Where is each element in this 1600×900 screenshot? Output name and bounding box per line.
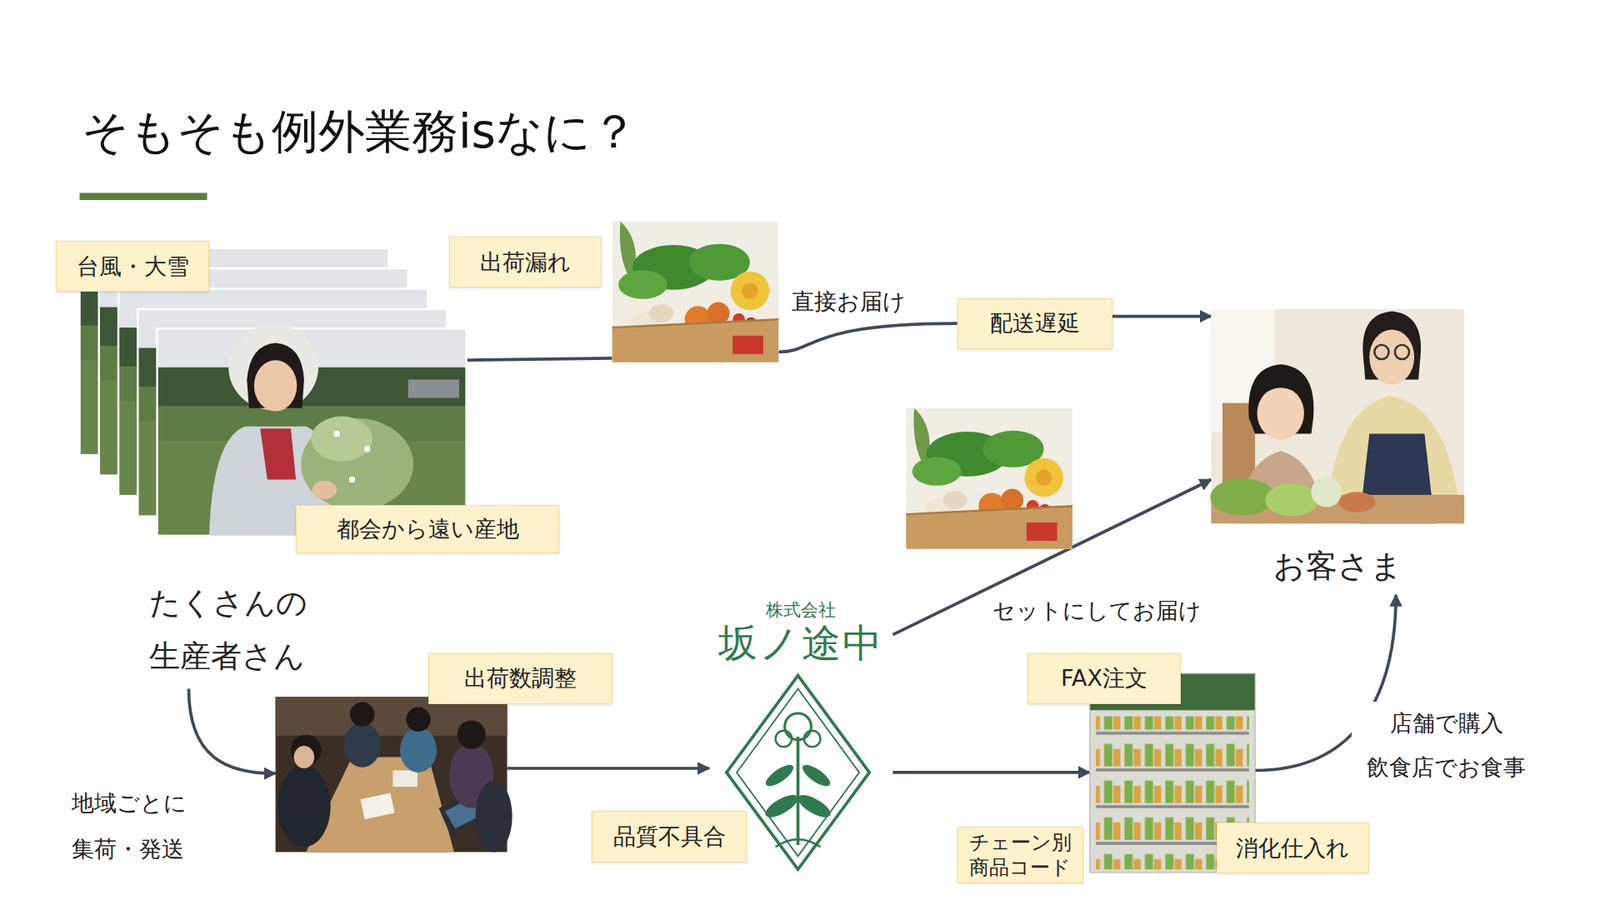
edge-label: 店舗で購入 飲食店でお食事 [1351,701,1541,790]
vegetable-box-photo [612,221,780,363]
producer-photo-node: 台風・大雪都会から遠い産地たくさんの 生産者さん [80,248,468,690]
meeting-photo [275,696,513,852]
flow-connector [467,358,613,360]
flow-connector [778,323,957,352]
flow-connector [507,766,710,770]
problem-tag: FAX注文 [1027,653,1181,705]
flow-connector [892,770,1090,775]
node-caption: お客さま [1210,544,1465,590]
problem-tag: 品質不具合 [591,810,747,862]
flow-connector [189,689,276,775]
slide-title: そもそも例外業務isなに？ [81,100,638,164]
problem-text: 配送遅延 [990,308,1080,339]
vegetable-box-photo [905,408,1073,550]
edge-label: 地域ごとに 集荷・発送 [71,780,215,872]
delivery-box-node: 出荷漏れ [612,221,780,363]
store-photo-node: FAX注文チェーン別 商品コード消化仕入れ [1090,673,1255,873]
company-type: 株式会社 [709,599,893,622]
problem-tag: 台風・大雪 [55,240,210,292]
problem-tag: 消化仕入れ [1216,822,1370,874]
company-emblem [726,675,870,870]
meeting-photo-node: 出荷数調整 [275,696,508,852]
company-name: 坂ノ途中 [709,619,893,669]
problem-tag: 出荷数調整 [428,653,612,705]
edge-label: 直接お届け [791,286,906,317]
title-underline [80,192,208,200]
problem-tag: 都会から遠い産地 [295,505,560,554]
problem-tag: チェーン別 商品コード [957,826,1085,884]
customer-node: お客さま [1210,309,1465,595]
flow-connector [1112,315,1212,319]
problem-tag-node: 配送遅延 [957,298,1113,350]
customer-photo [1210,309,1465,524]
edge-label: セットにしてお届け [992,595,1202,626]
node-caption: たくさんの 生産者さん [149,576,339,683]
problem-tag: 出荷漏れ [449,236,603,288]
